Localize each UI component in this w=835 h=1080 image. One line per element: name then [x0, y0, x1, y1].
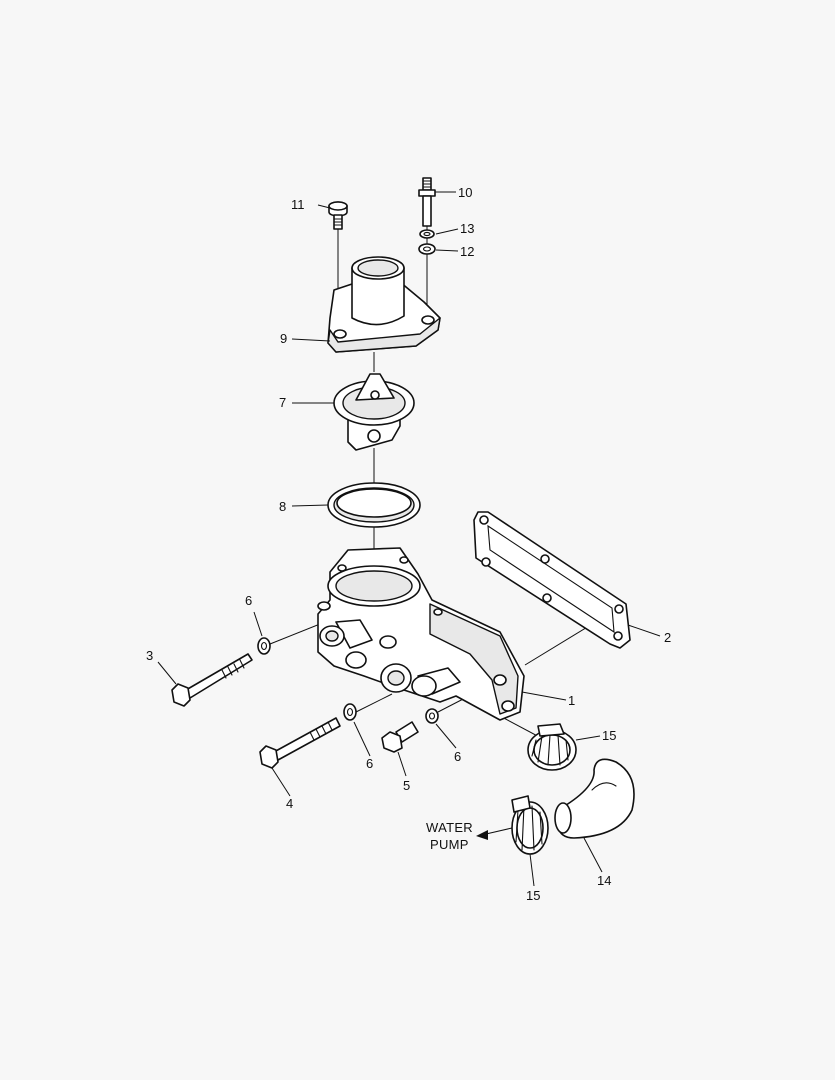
callout-leader-lines: [157, 191, 661, 887]
hose-part-14: [554, 758, 635, 839]
bolt-part-11: [328, 201, 348, 230]
bolt-part-3: [171, 653, 253, 707]
callout-11: 11: [291, 197, 305, 212]
washer-part-13: [419, 229, 435, 239]
washer-part-6-lower: [425, 708, 439, 724]
callout-2: 2: [664, 630, 671, 645]
callout-6-lower: 6: [454, 749, 461, 764]
callout-15-upper: 15: [602, 728, 616, 743]
stud-part-10: [418, 177, 436, 227]
callout-1: 1: [568, 693, 575, 708]
gasket-part-2: [473, 511, 631, 649]
callout-3: 3: [146, 648, 153, 663]
washer-part-6-middle: [343, 703, 357, 721]
bolt-part-5: [381, 721, 419, 753]
hose-clamp-part-15-upper: [527, 723, 577, 771]
callout-8: 8: [279, 499, 286, 514]
callout-14: 14: [597, 873, 611, 888]
callout-6-middle: 6: [366, 756, 373, 771]
callout-4: 4: [286, 796, 293, 811]
callout-10: 10: [458, 185, 472, 200]
callout-12: 12: [460, 244, 474, 259]
direction-label-line1: WATER: [426, 820, 473, 835]
callout-9: 9: [280, 331, 287, 346]
callout-5: 5: [403, 778, 410, 793]
callout-7: 7: [279, 395, 286, 410]
hose-clamp-part-15-lower: [511, 795, 549, 855]
callout-13: 13: [460, 221, 474, 236]
water-pump-direction-arrow: [476, 827, 513, 840]
callout-15-lower: 15: [526, 888, 540, 903]
callout-numbers: 11 10 13 12 9 7 8 2 1 6 3 4 6 5 6 15 14 …: [146, 185, 671, 903]
thermostat-part-7: [333, 373, 415, 451]
seal-ring-part-8: [327, 482, 421, 528]
direction-label-line2: PUMP: [430, 837, 469, 852]
bolt-part-4: [259, 717, 341, 769]
washer-part-12: [418, 243, 436, 255]
callout-6-upper: 6: [245, 593, 252, 608]
washer-part-6-upper: [257, 637, 271, 655]
thermostat-housing-part-1: [317, 547, 525, 721]
thermostat-cover-part-9: [327, 256, 441, 353]
